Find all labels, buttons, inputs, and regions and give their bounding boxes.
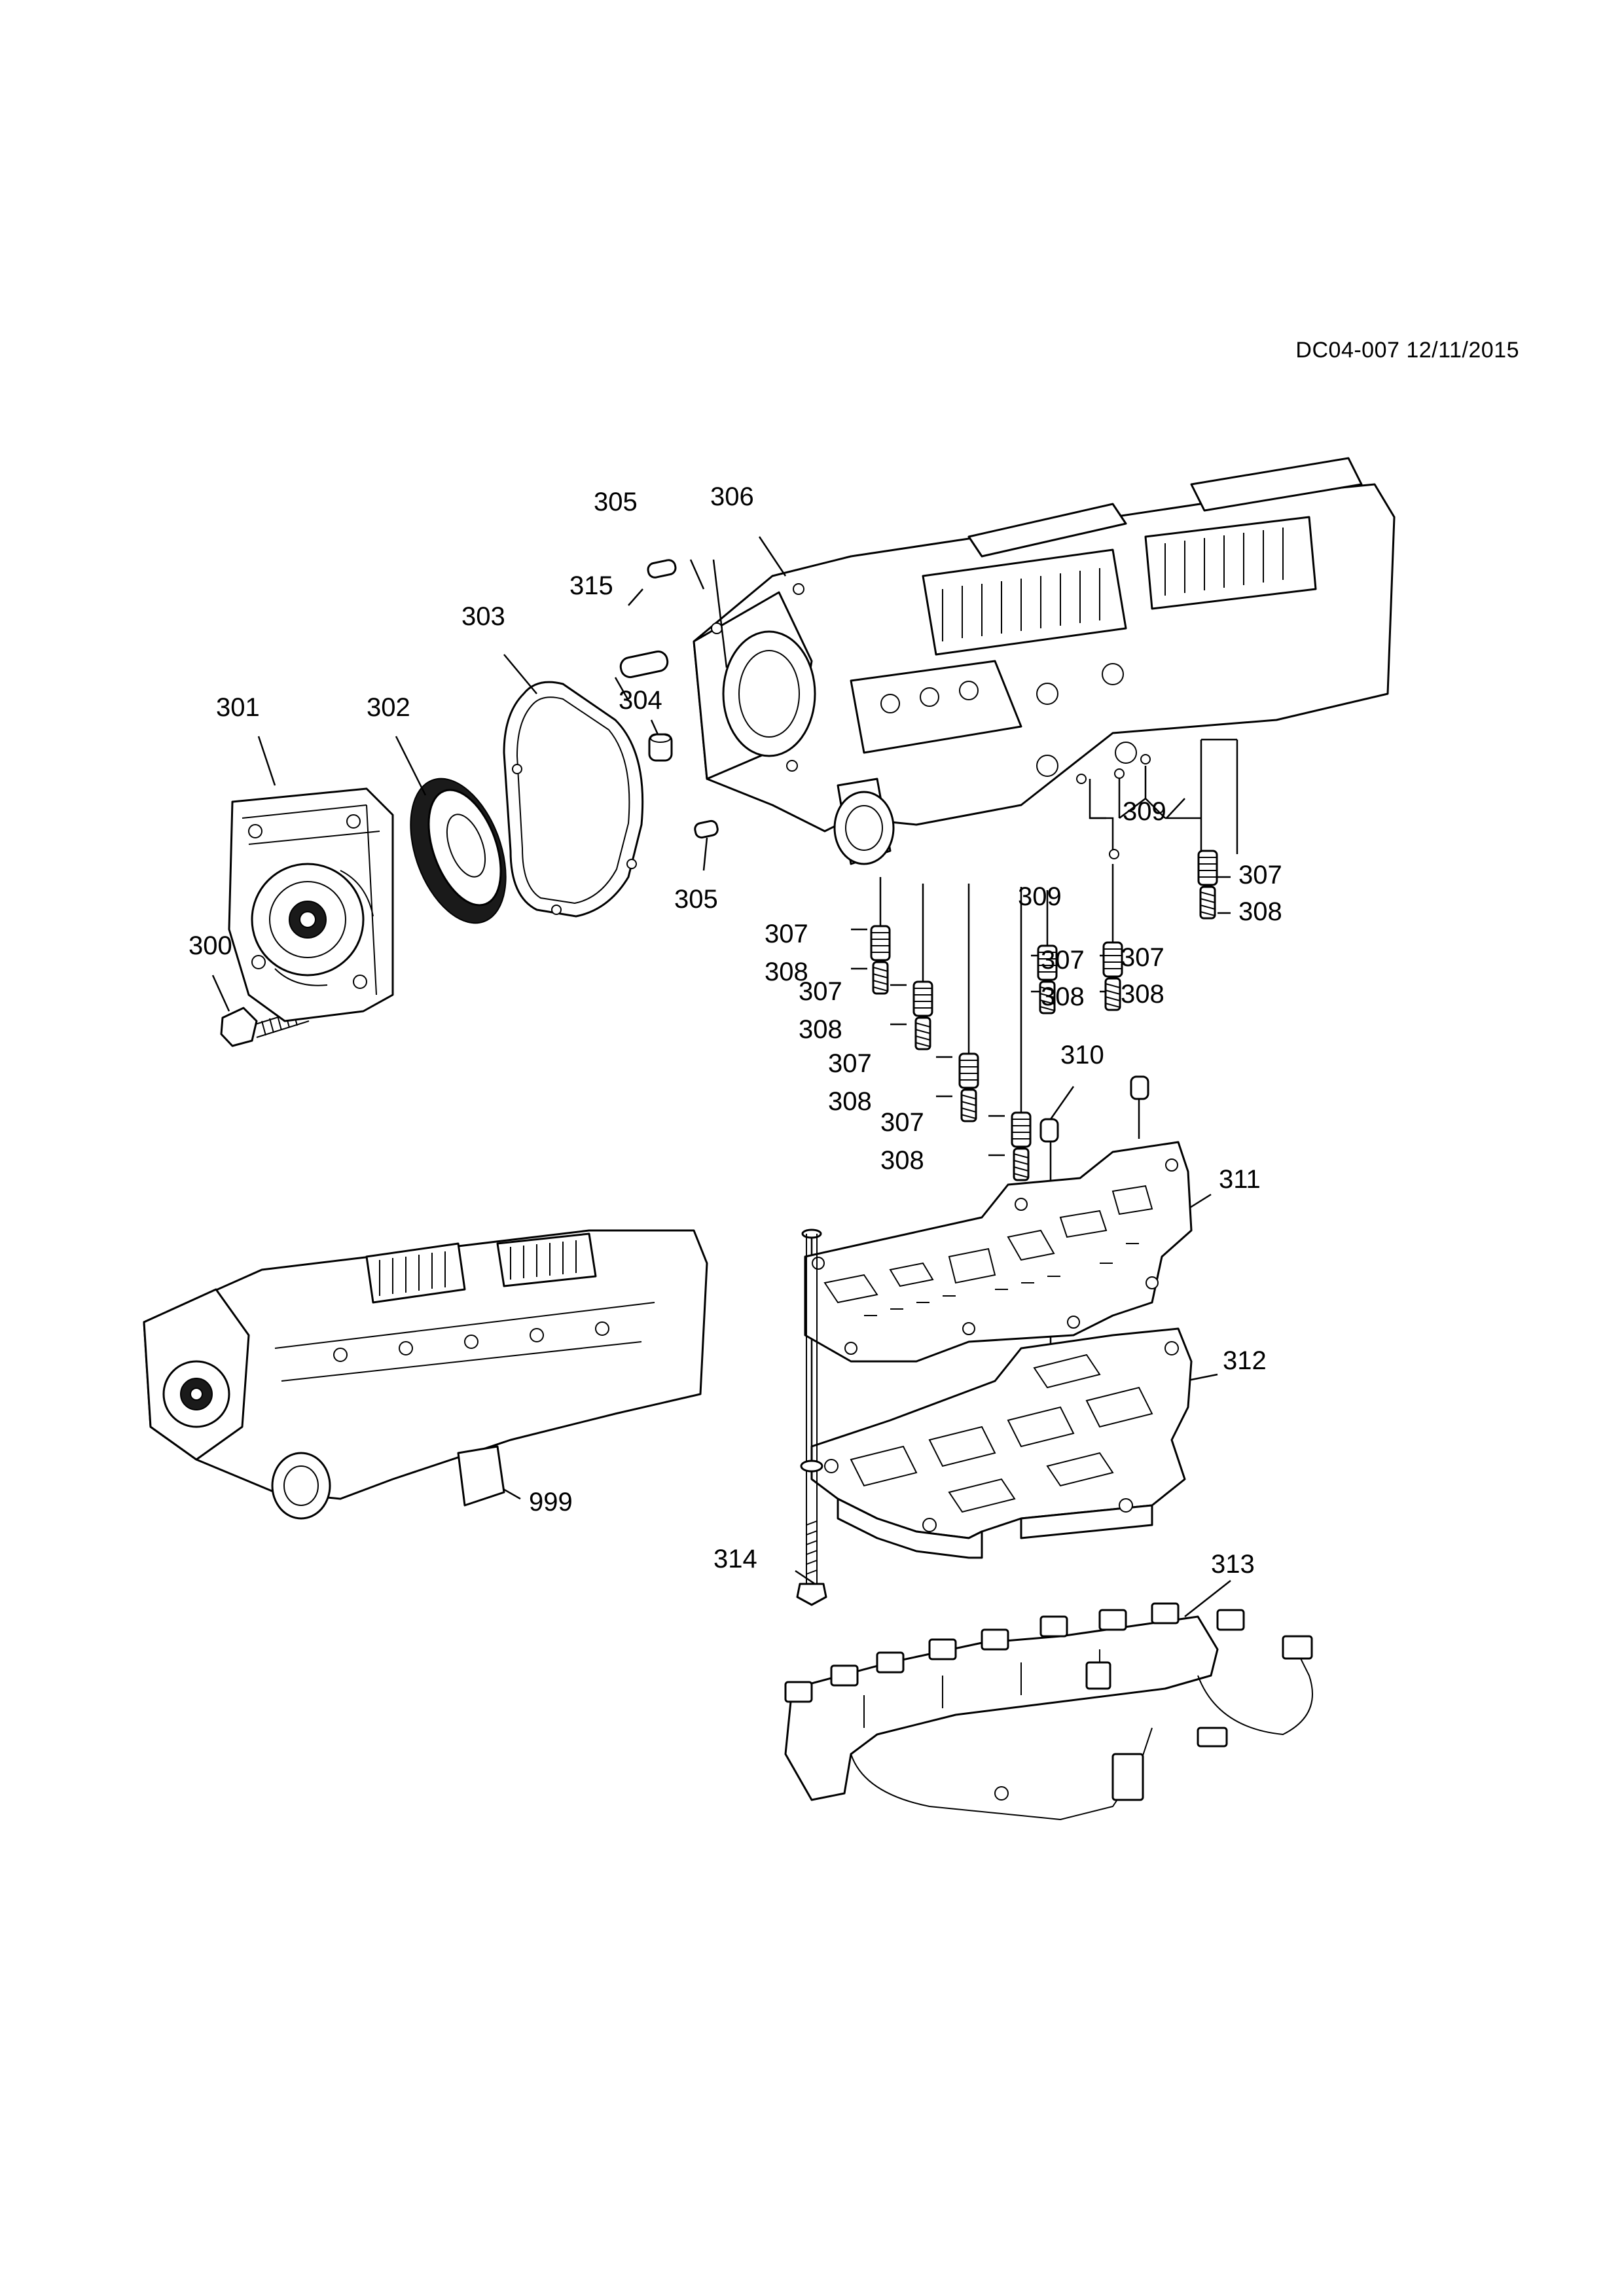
part-307-springs[interactable] [870, 850, 1218, 1148]
callout-304: 304 [619, 686, 662, 715]
callout-301: 301 [216, 693, 260, 722]
part-305-pin-lower[interactable] [694, 819, 719, 839]
part-306-valve-body-upper[interactable] [693, 457, 1396, 865]
callout-307-a: 307 [765, 920, 808, 948]
callout-306: 306 [710, 482, 754, 511]
callout-311: 311 [1219, 1165, 1261, 1194]
callout-310: 310 [1060, 1041, 1104, 1069]
callout-309-upper: 309 [1123, 797, 1166, 826]
part-999-assembly-overview[interactable] [143, 1229, 708, 1520]
callout-308-e: 308 [1041, 982, 1085, 1011]
callout-307-b: 307 [799, 977, 842, 1006]
callout-302: 302 [367, 693, 410, 722]
callout-305-upper: 305 [594, 488, 638, 516]
callout-313: 313 [1211, 1550, 1255, 1579]
callout-308-d: 308 [880, 1146, 924, 1175]
callout-312: 312 [1223, 1346, 1267, 1375]
callout-307-c: 307 [828, 1049, 872, 1078]
callout-315: 315 [569, 571, 613, 600]
part-310-pins[interactable] [1039, 1075, 1149, 1143]
document-reference: DC04-007 12/11/2015 [1295, 338, 1519, 363]
part-308-springs[interactable] [872, 886, 1216, 1181]
callout-300: 300 [189, 931, 232, 960]
callout-308-b: 308 [799, 1015, 842, 1044]
part-302-pump-rotor[interactable] [393, 766, 524, 937]
part-313-wiring-harness[interactable] [784, 1602, 1313, 1821]
callout-308-g: 308 [1238, 897, 1282, 926]
callout-314: 314 [713, 1545, 757, 1573]
callout-309-lower: 309 [1018, 882, 1062, 911]
callout-303: 303 [461, 602, 505, 631]
callout-307-e: 307 [1041, 946, 1085, 975]
part-303-gasket[interactable] [503, 681, 644, 918]
callout-308-a: 308 [765, 958, 808, 986]
callout-999: 999 [529, 1488, 573, 1516]
part-304-plug[interactable] [648, 733, 673, 762]
part-314-bolt[interactable] [796, 1229, 827, 1606]
callout-labels: 300 301 302 303 304 305 305 306 315 307 … [189, 482, 1282, 1579]
part-312-valve-body-lower[interactable] [810, 1327, 1193, 1559]
part-311-separator-plate[interactable] [804, 1141, 1193, 1363]
part-301-pump-cover[interactable] [228, 787, 394, 1022]
callout-308-f: 308 [1121, 980, 1164, 1009]
callout-308-c: 308 [828, 1087, 872, 1116]
part-305-pin-upper[interactable] [647, 559, 677, 579]
callout-307-g: 307 [1238, 861, 1282, 889]
part-315-pin[interactable] [619, 650, 670, 679]
callout-305-lower: 305 [674, 885, 718, 914]
callout-307-f: 307 [1121, 943, 1164, 972]
callout-307-d: 307 [880, 1108, 924, 1137]
